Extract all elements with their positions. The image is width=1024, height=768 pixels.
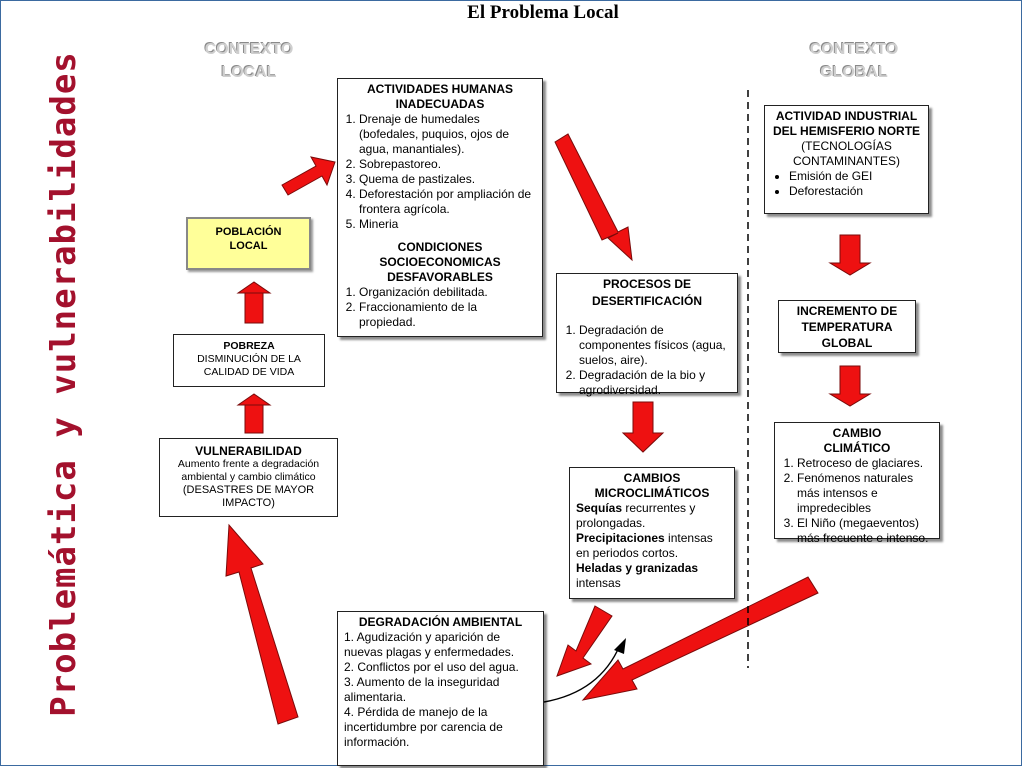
arrow-desertificacion-to-micro (621, 401, 665, 453)
arrow-up-to-poblacion (244, 292, 264, 324)
industrial-bullets: Emisión de GEI Deforestación (771, 169, 922, 199)
micro-precipitaciones: Precipitaciones intensas en periodos cor… (576, 531, 713, 560)
arrow-pobreza-to-actividades (281, 156, 336, 196)
arrow-actividades-to-desertificacion (554, 133, 633, 262)
vulnerabilidad-box: VULNERABILIDAD Aumento frente a degradac… (159, 438, 338, 517)
micro-heladas: Heladas y granizadas intensas (576, 561, 699, 590)
actividad-industrial-box: ACTIVIDAD INDUSTRIAL DEL HEMISFERIO NORT… (764, 105, 929, 214)
poblacion-local-box: POBLACIÓN LOCAL (186, 217, 311, 270)
cambios-microclimaticos-box: CAMBIOS MICROCLIMÁTICOS Sequías recurren… (569, 467, 735, 599)
arrow-industrial-to-incremento (828, 234, 872, 276)
contexto-local-label: CONTEXTO LOCAL (204, 41, 294, 81)
curve-arrow-head (614, 638, 626, 654)
arrow-incremento-to-cambio (828, 365, 872, 407)
arrow-up-to-pobreza-head (236, 393, 272, 406)
side-title: Problemática y vulnerabilidades (44, 51, 84, 717)
arrow-micro-to-degradacion (556, 605, 613, 677)
page-title: El Problema Local (467, 2, 619, 23)
arrow-degradacion-to-vulnerabilidad (225, 523, 299, 725)
pobreza-box: POBREZA DISMINUCIÓN DE LA CALIDAD DE VID… (173, 334, 325, 387)
condiciones-list: Organización debilitada. Fraccionamiento… (344, 285, 536, 330)
arrow-up-to-poblacion-head (236, 281, 272, 294)
contexto-global-label: CONTEXTO GLOBAL (809, 41, 899, 81)
degradacion-ambiental-box: DEGRADACIÓN AMBIENTAL 1. Agudización y a… (337, 611, 544, 766)
arrow-cambio-to-degradacion (581, 576, 819, 701)
desertificacion-box: PROCESOS DE DESERTIFICACIÓN Degradación … (556, 273, 738, 397)
incremento-temperatura-box: INCREMENTO DE TEMPERATURA GLOBAL (778, 300, 916, 353)
desertificacion-list: Degradación de componentes físicos (agua… (563, 323, 731, 398)
actividades-list: Drenaje de humedales (bofedales, puquios… (344, 112, 536, 232)
cambio-climatico-list: Retroceso de glaciares. Fenómenos natura… (781, 456, 933, 546)
curve-arrow-degradacion-to-micro (543, 644, 621, 703)
cambio-climatico-box: CAMBIO CLIMÁTICO Retroceso de glaciares.… (774, 422, 940, 545)
actividades-humanas-box: ACTIVIDADES HUMANAS INADECUADAS Drenaje … (337, 78, 543, 337)
micro-sequias: Sequías recurrentes y prolongadas. (576, 501, 696, 530)
arrow-up-to-pobreza (244, 404, 264, 434)
